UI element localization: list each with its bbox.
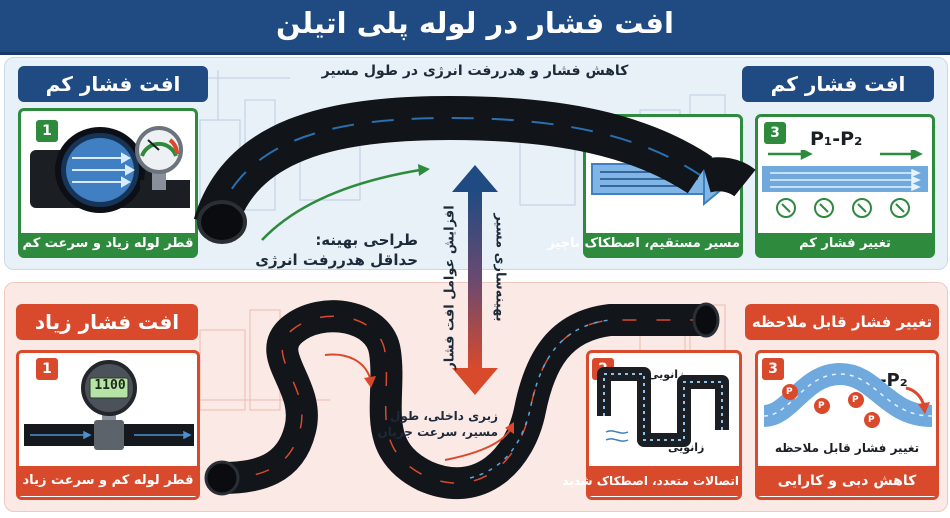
card-low-loss-1-caption: قطر لوله زیاد و سرعت کم (21, 233, 195, 255)
card-low-loss-3-formula: P₁-P₂ (810, 128, 863, 150)
card-high-loss-3-change: تغییر فشار قابل ملاحظه (774, 441, 920, 455)
pressure-marker-2: P (818, 401, 825, 411)
large-pipe-gauge-icon (30, 126, 190, 213)
pressure-marker-1: P (786, 387, 793, 397)
elbow-fitting-icon (597, 367, 729, 447)
card-high-loss-2-caption: اتصالات متعدد، اصطکاک شدید (562, 466, 739, 496)
card-high-loss-1-caption: قطر لوله کم و سرعت زیاد (19, 466, 197, 496)
pressure-marker-4: P (868, 415, 875, 425)
digital-gauge-icon (24, 360, 194, 450)
card-low-loss-1-number: 1 (36, 120, 58, 142)
card-low-loss-3-number: 3 (764, 122, 786, 144)
design-title: طراحی بهینه: (315, 231, 418, 249)
low-pressure-drop-icon (762, 150, 928, 218)
card-high-loss-3-number: 3 (762, 358, 784, 380)
header-low-loss-left: افت فشار کم (18, 66, 208, 102)
card-high-loss-3-caption: کاهش دبی و کارایی (758, 466, 936, 496)
card-low-loss-2-caption: مسیر مستقیم، اصطکاک ناچیز (547, 233, 740, 255)
design-text: حداقل هدررفت انرژی (255, 251, 418, 269)
card-low-loss-3-caption: تغییر فشار کم (758, 233, 932, 255)
header-low-loss-right: افت فشار کم (742, 66, 934, 102)
elbow-label-2: زانویی (668, 441, 705, 454)
header-high-loss-left: افت فشار زیاد (16, 304, 198, 340)
factors-line-1: زبری داخلی، طول (390, 409, 498, 423)
card-high-loss-1-number: 1 (36, 358, 58, 380)
title-bar (0, 0, 950, 55)
factors-line-2: مسیر، سرعت جریان (377, 425, 498, 439)
header-high-loss-right: تغییر فشار قابل ملاحظه (745, 304, 939, 340)
page-title: افت فشار در لوله پلی اتیلن (276, 6, 674, 40)
digital-gauge-value: 1100 (94, 378, 126, 393)
pressure-marker-3: P (852, 395, 859, 405)
high-pressure-drop-icon (762, 362, 933, 428)
top-subtitle: کاهش فشار و هدررفت انرژی در طول مسیر (321, 63, 629, 79)
elbow-label-1: زانویی (648, 368, 685, 381)
